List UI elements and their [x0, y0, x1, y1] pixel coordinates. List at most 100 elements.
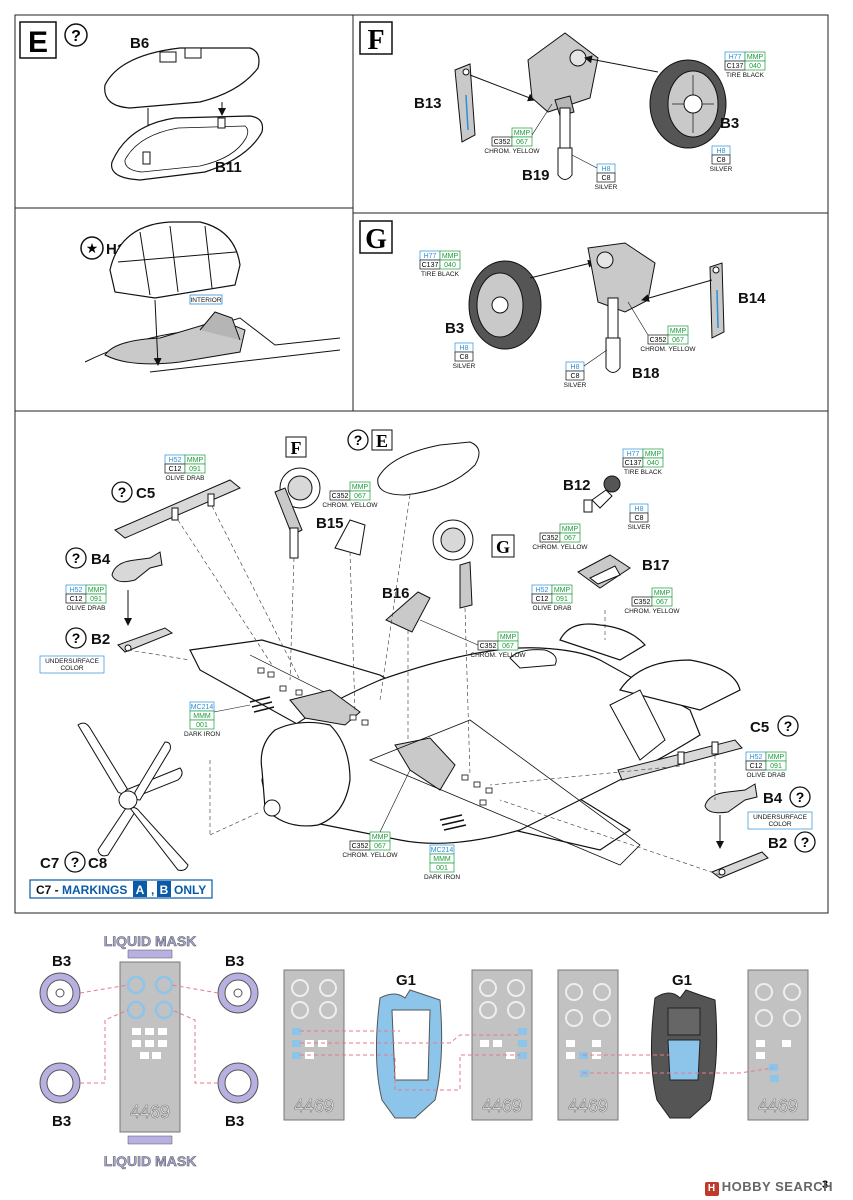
paint-callout-b17-a: H52 MMP C12 091 OLIVE DRAB: [531, 584, 573, 612]
question-icon-glyph: ?: [801, 834, 810, 850]
color-name: TIRE BLACK: [421, 271, 460, 278]
question-icon-glyph: ?: [72, 550, 81, 566]
mask-wheel: [39, 1062, 81, 1104]
liquid-mask-title-top: LIQUID MASK: [104, 933, 197, 949]
question-icon: [347, 429, 369, 451]
question-icon: [794, 831, 816, 853]
mmp-code: 067: [564, 535, 576, 542]
question-icon: [65, 627, 87, 649]
markings-note: C7 - MARKINGS A , B ONLY: [29, 879, 213, 899]
part-c5-right-rocket: [617, 739, 743, 781]
label-b4-right: B4: [763, 790, 783, 807]
mask-frame-number: 4469: [294, 1096, 334, 1116]
masks-panel: LIQUID MASK LIQUID MASK B3 B3 B3 B3: [39, 933, 809, 1169]
leader-line: [379, 769, 411, 833]
leader-line: [531, 103, 553, 136]
color-name: TIRE BLACK: [726, 72, 765, 79]
humbrol-code: MC214: [191, 704, 214, 711]
paint-callout-c5-right: H52 MMP C12 091 OLIVE DRAB: [745, 751, 787, 779]
leader-line: [419, 619, 479, 646]
paint-callout-f-wheel: H77 MMP C137 040 TIRE BLACK: [724, 51, 766, 79]
label-b4-left: B4: [91, 551, 111, 568]
paint-callout-b2-right: UNDERSURFACE COLOR: [747, 811, 813, 830]
color-name: CHROM. YELLOW: [624, 608, 680, 615]
paint-callout-b4-left: H52 MMP C12 091 OLIVE DRAB: [65, 584, 107, 612]
marking-a: A: [136, 883, 145, 897]
color-name: TIRE BLACK: [624, 469, 663, 476]
star-glyph: ★: [86, 240, 99, 256]
color-name: COLOR: [768, 821, 791, 828]
paint-callout-g-leg: H8 C8 SILVER: [564, 361, 587, 389]
question-icon: [64, 23, 88, 47]
mmp-brand: MMP: [88, 587, 105, 594]
interior-label: INTERIOR: [190, 297, 221, 304]
label-b17: B17: [642, 557, 670, 574]
main-assembly-panel: C7 - MARKINGS A , B ONLY C7 ? C8 ? C5 H5…: [29, 429, 816, 899]
liquid-mask-swatch: [127, 949, 173, 959]
watermark-logo-icon: H: [704, 1182, 719, 1196]
mr-color-code: C8: [571, 373, 580, 380]
paint-callout-g-door: MMP C352 067 CHROM. YELLOW: [640, 325, 696, 353]
paint-callout-c5-left: H52 MMP C12 091 OLIVE DRAB: [164, 454, 206, 482]
question-icon-glyph: ?: [71, 28, 81, 45]
humbrol-code: H8: [602, 166, 611, 173]
color-name: SILVER: [564, 382, 587, 389]
part-h1-canopy: [109, 221, 241, 299]
paint-callout-f-hub: H8 C8 SILVER: [710, 145, 733, 173]
step-g-badge: [359, 220, 393, 254]
part-b16-door: [385, 591, 431, 633]
color-name: UNDERSURFACE: [45, 658, 99, 665]
step-f-badge: [359, 21, 393, 55]
label-c5-left: C5: [136, 485, 155, 502]
mmp-brand: MMP: [554, 587, 571, 594]
guide-lines: [127, 494, 721, 876]
humbrol-code: H52: [750, 754, 763, 761]
mr-color-code: C352: [352, 843, 369, 850]
mask-sheet-4: 4469: [557, 969, 619, 1121]
leader-line: [213, 704, 251, 713]
mask-wheel: [217, 1062, 259, 1104]
label-b15: B15: [316, 515, 344, 532]
marking-b: B: [160, 883, 169, 897]
part-b17-tailbay: [577, 554, 631, 589]
mmp-brand: MMP: [187, 457, 204, 464]
part-b2-right-pylon: [710, 851, 769, 879]
humbrol-code: H8: [460, 345, 469, 352]
mmp-brand: MMP: [500, 634, 517, 641]
svg-text:C7 - MARKINGS: C7 - MARKINGS: [36, 883, 127, 897]
question-icon: [65, 547, 87, 569]
mmp-code: 067: [656, 599, 668, 606]
label-g1: G1: [396, 972, 416, 989]
question-icon-glyph: ?: [784, 718, 793, 734]
color-name: CHROM. YELLOW: [342, 852, 398, 859]
mmp-brand: MMP: [514, 130, 531, 137]
question-icon: [777, 715, 799, 737]
label-b3-f: B3: [720, 115, 739, 132]
humbrol-code: H8: [571, 364, 580, 371]
step-g-letter: G: [365, 224, 387, 255]
mmp-code: 040: [647, 460, 659, 467]
mask-frame-number: 4469: [130, 1102, 170, 1122]
mmp-brand: MMP: [645, 451, 662, 458]
mmp-brand: MMP: [670, 328, 687, 335]
paint-callout-b15: MMP C352 067 CHROM. YELLOW: [322, 481, 378, 509]
mmm-code: 001: [436, 865, 448, 872]
step-e-panel: E ? B6 B11: [19, 21, 264, 181]
humbrol-code: H8: [717, 148, 726, 155]
gear-door-f: [527, 32, 599, 117]
mmm-brand: MMM: [433, 856, 451, 863]
paint-callout-b16: MMP C352 067 CHROM. YELLOW: [470, 631, 526, 659]
step-f-ref-badge: [285, 436, 307, 458]
label-b11: B11: [215, 159, 242, 176]
mr-color-code: C12: [169, 466, 182, 473]
mask-connectors: [79, 984, 774, 1091]
fuselage-section: [84, 311, 341, 373]
arrow: [469, 74, 536, 102]
mr-color-code: C12: [750, 763, 763, 770]
paint-callout-fuselage: MMP C352 067 CHROM. YELLOW: [342, 831, 398, 859]
color-name: COLOR: [60, 665, 83, 672]
propeller: [77, 722, 189, 871]
question-icon-glyph: ?: [118, 484, 127, 500]
star-icon: [80, 236, 104, 260]
color-name: DARK IRON: [184, 731, 220, 738]
